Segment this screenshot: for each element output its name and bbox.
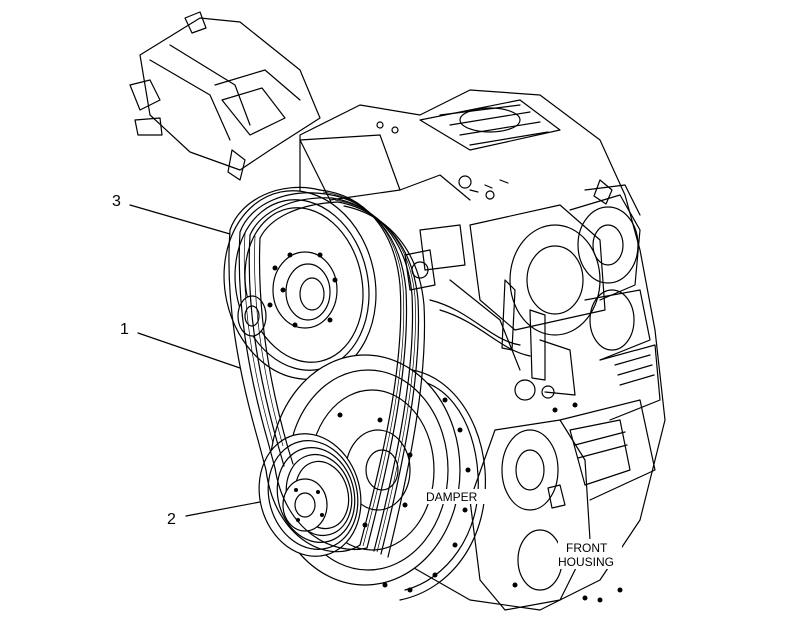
callout-2: 2 (167, 511, 176, 528)
front-housing-label-bg (558, 539, 622, 569)
callout-leaders (129, 204, 261, 517)
front-housing-label-line2: HOUSING (558, 555, 614, 569)
callout-3: 3 (112, 193, 121, 210)
lower-pulley (258, 433, 362, 557)
upper-pulley (223, 190, 377, 380)
drive-belts (228, 186, 426, 558)
leader-1 (137, 332, 241, 369)
damper-label: DAMPER (426, 490, 478, 504)
leader-3 (129, 204, 231, 235)
callout-1: 1 (120, 321, 129, 338)
leader-2 (185, 501, 261, 517)
front-housing-label-line1: FRONT (566, 541, 608, 555)
damper-label-bg (422, 489, 490, 504)
